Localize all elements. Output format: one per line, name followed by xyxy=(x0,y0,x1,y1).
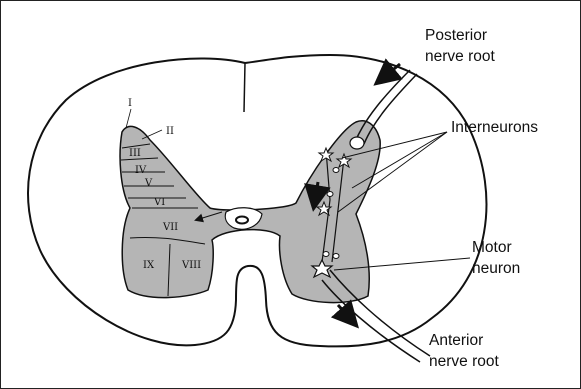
posterior-root-label: Posterior xyxy=(425,27,487,44)
zone-label: IX xyxy=(143,260,155,271)
motor-neuron-label: Motor xyxy=(472,239,512,256)
synapse-bouton xyxy=(327,192,333,197)
posterior-root-label: nerve root xyxy=(425,48,495,65)
central-canal xyxy=(236,217,248,224)
lamina-label: III xyxy=(129,148,141,159)
sensory-neuron-body xyxy=(350,137,364,149)
anterior-root-label: nerve root xyxy=(429,353,499,370)
lamina-label: V xyxy=(144,178,153,189)
spinal-cord-outline xyxy=(28,55,486,346)
zone-label: VIII xyxy=(181,260,201,271)
lamina-label: IV xyxy=(135,165,147,176)
synapse-bouton xyxy=(333,168,339,173)
lamina-label: I xyxy=(128,98,132,109)
synapse-bouton xyxy=(333,254,339,259)
synapse-bouton xyxy=(323,252,329,257)
lamina-label: VI xyxy=(153,197,165,208)
zone-label: VII xyxy=(162,222,178,233)
posterior-median-sulcus xyxy=(244,63,245,112)
anterior-root-label: Anterior xyxy=(429,332,483,349)
lamina-label: II xyxy=(166,126,174,137)
motor-neuron-label: neuron xyxy=(472,260,520,277)
interneurons-label: Interneurons xyxy=(451,119,538,136)
